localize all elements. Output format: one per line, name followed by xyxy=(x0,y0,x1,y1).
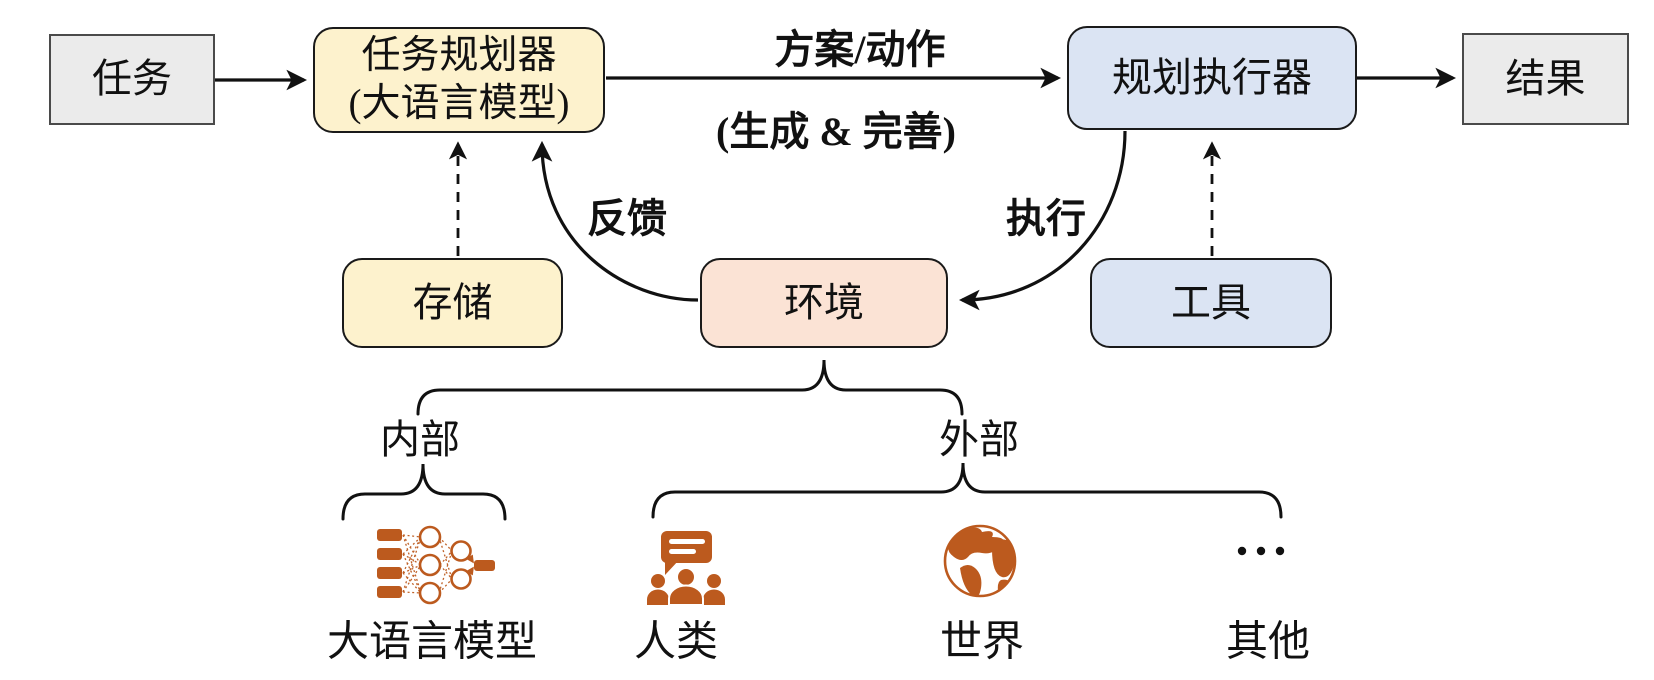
node-planner-label-line1: 任务规划器 xyxy=(361,34,557,78)
external-branch-label: 外部 xyxy=(939,417,1019,462)
node-memory-label: 存储 xyxy=(412,279,493,325)
node-tools-label: 工具 xyxy=(1171,279,1251,325)
node-planner: 任务规划器 (大语言模型) xyxy=(313,27,605,133)
generate-refine-edge-label: (生成 & 完善) xyxy=(716,109,956,154)
neural-network-icon xyxy=(377,525,495,605)
node-result-label: 结果 xyxy=(1505,55,1586,101)
node-result: 结果 xyxy=(1462,33,1629,125)
executor-to-environment-execute-arrow xyxy=(958,130,1127,311)
feedback-edge-label: 反馈 xyxy=(587,196,667,241)
internal-brace xyxy=(341,463,507,521)
plan-action-edge-label: 方案/动作 xyxy=(774,27,946,72)
node-environment-label: 环境 xyxy=(784,279,864,325)
node-planner-label-line2: (大语言模型) xyxy=(348,82,570,125)
execute-edge-label: 执行 xyxy=(1006,196,1086,241)
internal-branch-label: 内部 xyxy=(380,417,460,462)
node-executor-label: 规划执行器 xyxy=(1112,54,1312,100)
node-executor: 规划执行器 xyxy=(1067,26,1357,130)
node-memory: 存储 xyxy=(342,258,563,348)
humans-icon xyxy=(647,531,726,606)
external-brace xyxy=(651,462,1283,519)
globe-icon xyxy=(943,524,1017,598)
leaf-label-llm: 大语言模型 xyxy=(326,619,538,666)
leaf-label-world: 世界 xyxy=(939,619,1025,666)
leaf-label-humans: 人类 xyxy=(633,619,719,666)
node-task: 任务 xyxy=(49,34,215,125)
environment-brace xyxy=(416,359,964,416)
ellipsis-icon xyxy=(1237,546,1285,556)
node-environment: 环境 xyxy=(700,258,948,348)
leaf-label-other: 其他 xyxy=(1225,619,1311,666)
environment-to-planner-feedback-arrow xyxy=(531,140,699,302)
node-task-label: 任务 xyxy=(92,56,172,102)
node-tools: 工具 xyxy=(1090,258,1332,348)
